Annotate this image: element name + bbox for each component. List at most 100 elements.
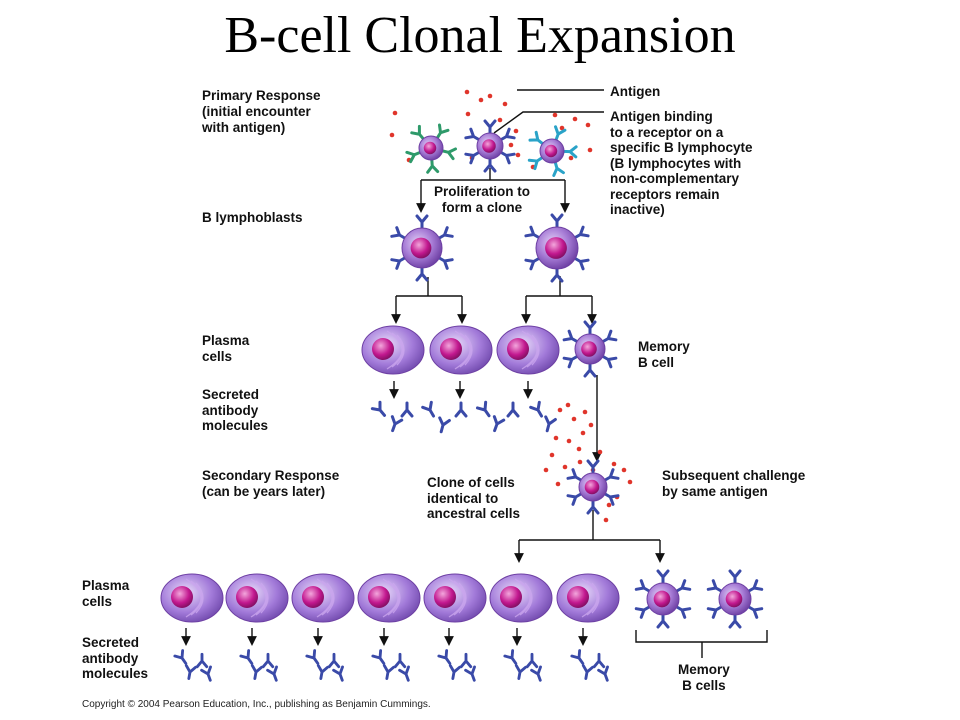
antibody-icon	[437, 649, 452, 665]
connector-line	[635, 630, 768, 643]
antibody-icon	[184, 664, 198, 680]
clone-of-cells-label: Clone of cells identical to ancestral ce…	[427, 475, 521, 521]
secreted-antibody-label-1: Secreted antibody molecules	[202, 387, 269, 433]
b-lymphocyte-icon	[562, 320, 618, 378]
antigen-dot-icon	[582, 409, 588, 415]
antigen-dot-icon	[502, 101, 508, 107]
antibody-icon	[544, 415, 557, 433]
antibody-icon	[239, 649, 254, 665]
plasma-cell-icon	[423, 573, 487, 623]
primary-response-label: Primary Response	[202, 88, 321, 103]
antibody-icon	[390, 415, 404, 433]
antigen-dot-icon	[585, 122, 591, 128]
antigen-dot-icon	[572, 116, 578, 122]
antigen-dot-icon	[565, 402, 571, 408]
plasma-cell-icon	[496, 325, 560, 375]
secreted-antibody-label-2: Secreted antibody molecules	[82, 635, 149, 681]
secondary-response-sub-label: (can be years later)	[202, 484, 326, 499]
b-lymphoblasts-label: B lymphoblasts	[202, 210, 303, 225]
b-lymphocyte-icon	[405, 123, 457, 174]
antigen-dot-icon	[552, 112, 558, 118]
antigen-dot-icon	[513, 128, 519, 134]
antibody-icon	[581, 664, 595, 680]
antigen-dot-icon	[587, 147, 593, 153]
page-title: B-cell Clonal Expansion	[224, 7, 736, 64]
antigen-dot-icon	[508, 142, 514, 148]
antibody-icon	[195, 652, 209, 669]
antibody-icon	[266, 665, 278, 682]
antibody-icon	[503, 649, 518, 665]
plasma-cell-icon	[429, 325, 493, 375]
memory-b-cell-label: Memory B cell	[638, 339, 690, 370]
antigen-dot-icon	[566, 438, 572, 444]
antibody-icon	[398, 665, 410, 682]
antigen-dot-icon	[597, 449, 603, 455]
antigen-dot-icon	[588, 422, 594, 428]
plasma-cells-label-2: Plasma cells	[82, 578, 130, 609]
antigen-dot-icon	[478, 97, 484, 103]
antibody-icon	[514, 664, 528, 680]
plasma-cell-icon	[160, 573, 224, 623]
antibody-icon	[592, 652, 606, 669]
antigen-dot-icon	[543, 467, 549, 473]
antigen-label: Antigen	[610, 84, 661, 99]
antibody-icon	[370, 400, 386, 417]
plasma-cell-icon	[489, 573, 553, 623]
antigen-dot-icon	[549, 452, 555, 458]
antibody-icon	[173, 649, 188, 665]
plasma-cell-icon	[556, 573, 620, 623]
antigen-dot-icon	[389, 132, 395, 138]
plasma-cell-icon	[291, 573, 355, 623]
antigen-dot-icon	[627, 479, 633, 485]
antibody-icon	[327, 652, 341, 669]
proliferation-label: Proliferation to form a clone	[434, 184, 531, 215]
plasma-cell-icon	[225, 573, 289, 623]
antigen-dot-icon	[557, 407, 563, 413]
antigen-dot-icon	[562, 464, 568, 470]
antibody-icon	[382, 664, 396, 680]
antigen-dot-icon	[392, 110, 398, 116]
antigen-dot-icon	[465, 111, 471, 117]
memory-b-cells-label: Memory B cells	[678, 662, 730, 693]
antigen-dot-icon	[559, 125, 565, 131]
b-lymphocyte-icon	[464, 119, 516, 173]
antibody-icon	[261, 652, 275, 669]
antigen-dot-icon	[555, 481, 561, 487]
antibody-icon	[492, 415, 506, 433]
antigen-dot-icon	[571, 416, 577, 422]
antigen-dot-icon	[568, 155, 574, 161]
antigen-dot-icon	[577, 459, 583, 465]
antibody-icon	[464, 665, 476, 682]
b-lymphocyte-icon	[527, 125, 578, 177]
plasma-cell-icon	[357, 573, 421, 623]
antibody-icon	[529, 400, 543, 418]
subsequent-challenge-label: Subsequent challenge by same antigen	[662, 468, 806, 499]
antibody-icon	[371, 649, 386, 665]
antibody-icon	[250, 664, 264, 680]
antibody-icon	[597, 665, 609, 682]
antibody-icon	[525, 652, 539, 669]
antibody-icon	[530, 665, 542, 682]
antibody-icon	[393, 652, 407, 669]
primary-response-sub-label: (initial encounter with antigen)	[202, 104, 311, 135]
antigen-dot-icon	[580, 430, 586, 436]
b-lymphocyte-icon	[634, 569, 692, 629]
connector-line	[493, 111, 604, 134]
secondary-response-label: Secondary Response	[202, 468, 340, 483]
antigen-dot-icon	[497, 117, 503, 123]
antigen-dot-icon	[603, 517, 609, 523]
b-lymphocyte-icon	[706, 569, 764, 629]
antibody-icon	[570, 649, 585, 665]
b-lymphocyte-icon	[390, 214, 454, 282]
plasma-cell-icon	[361, 325, 425, 375]
antibody-icon	[421, 400, 435, 418]
antibody-icon	[448, 664, 462, 680]
antigen-dot-icon	[611, 461, 617, 467]
antibody-icon	[316, 664, 330, 680]
b-lymphocyte-icon	[524, 213, 590, 283]
antigen-dot-icon	[606, 502, 612, 508]
antigen-dot-icon	[621, 467, 627, 473]
antibody-icon	[454, 401, 468, 418]
antigen-binding-label: Antigen binding to a receptor on a speci…	[610, 109, 753, 217]
